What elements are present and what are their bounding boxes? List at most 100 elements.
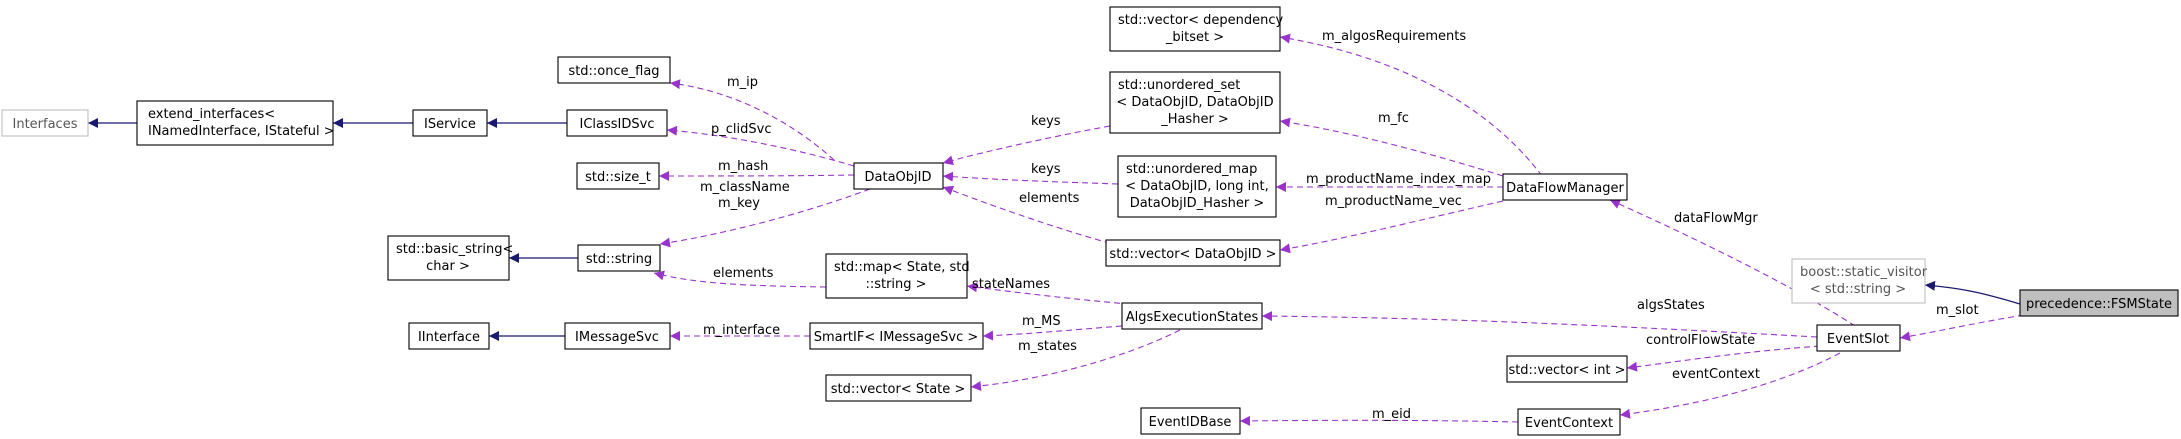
edge-dataflowmanager-to-unordered-set (1279, 117, 1504, 177)
node-label-line-2: ::string > (865, 277, 926, 292)
node-vector-dataobjid[interactable]: std::vector< DataObjID > (1105, 239, 1281, 267)
node-label: EventSlot (1827, 332, 1889, 347)
edge-fsmstate-to-static-visitor (1924, 280, 2021, 305)
node-label: AlgsExecutionStates (1126, 310, 1259, 325)
node-label: SmartIF< IMessageSvc > (814, 330, 979, 345)
node-label: IInterface (418, 330, 480, 345)
node-map-state-string[interactable]: std::map< State, std ::string > (825, 253, 970, 299)
node-label-line-3: _Hasher > (1160, 112, 1229, 127)
node-label: DataObjID (865, 170, 932, 185)
edge-labels: m_ip p_clidSvc m_hash m_className m_key … (700, 29, 1979, 422)
node-dataflowmanager[interactable]: DataFlowManager (1502, 173, 1628, 201)
node-label-line-1: std::unordered_set (1118, 78, 1240, 93)
edge-fsmstate-to-eventslot (1899, 314, 2025, 342)
node-label: std::vector< State > (831, 382, 966, 397)
node-label-line-1: boost::static_visitor (1800, 265, 1928, 280)
node-label-line-1: std::basic_string< (396, 242, 513, 257)
edge-label-keys-set: keys (1031, 114, 1061, 129)
node-string[interactable]: std::string (577, 244, 661, 272)
node-unordered-set[interactable]: std::unordered_set < DataObjID, DataObjI… (1109, 71, 1281, 134)
node-label-line-3: DataObjID_Hasher > (1130, 196, 1265, 211)
edge-dataobjid-to-once-flag (669, 79, 835, 161)
edge-label-p-clidsvc: p_clidSvc (711, 122, 771, 137)
edge-label-m-states: m_states (1018, 339, 1077, 354)
node-interfaces[interactable]: Interfaces (1, 109, 89, 137)
node-label-line-1: extend_interfaces< (148, 107, 275, 122)
node-label-line-2: < DataObjID, DataObjID (1116, 95, 1273, 110)
edge-unordered-set-to-dataobjid (942, 125, 1111, 166)
node-label: IClassIDSvc (580, 117, 655, 132)
node-label-line-2: char > (426, 259, 470, 274)
edge-label-eventcontext: eventContext (1672, 367, 1760, 382)
edge-dataobjid-to-size-t (658, 170, 855, 181)
node-label: Interfaces (13, 117, 78, 132)
node-fsmstate[interactable]: precedence::FSMState (2019, 289, 2179, 317)
edge-dataobjid-to-iclassidsvc (666, 125, 855, 167)
edge-label-dataflowmgr: dataFlowMgr (1674, 211, 1758, 226)
node-label: EventIDBase (1149, 415, 1232, 430)
edge-label-statenames: stateNames (972, 277, 1050, 292)
node-label-line-1: std::unordered_map (1126, 162, 1257, 177)
node-dataobjid[interactable]: DataObjID (853, 162, 944, 190)
edge-label-algsstates: algsStates (1637, 298, 1705, 313)
node-label: IService (424, 117, 476, 132)
node-vector-dependency-bitset[interactable]: std::vector< dependency _bitset > (1109, 6, 1284, 52)
node-iservice[interactable]: IService (412, 109, 488, 137)
edge-label-elements-vec: elements (1019, 191, 1080, 206)
edge-vector-dataobjid-to-dataobjid (942, 185, 1121, 247)
node-label-line-1: std::map< State, std (834, 260, 970, 275)
edge-label-m-productname-index-map: m_productName_index_map (1306, 172, 1491, 187)
node-basic-string[interactable]: std::basic_string< char > (387, 235, 513, 281)
edge-label-m-algosrequirements: m_algosRequirements (1322, 29, 1466, 44)
node-label-line-1: std::vector< dependency (1118, 13, 1284, 28)
node-label: precedence::FSMState (2026, 297, 2172, 312)
edge-algsexecutionstates-to-smartif (982, 325, 1123, 341)
node-unordered-map[interactable]: std::unordered_map < DataObjID, long int… (1117, 155, 1277, 218)
edge-algsexecutionstates-to-vector-state (970, 329, 1181, 391)
node-label-line-2: INamedInterface, IStateful > (148, 124, 335, 139)
node-vector-state[interactable]: std::vector< State > (825, 374, 972, 402)
edge-label-m-slot: m_slot (1936, 303, 1979, 318)
node-static-visitor[interactable]: boost::static_visitor < std::string > (1791, 258, 1928, 304)
node-label: std::vector< DataObjID > (1109, 247, 1276, 262)
node-label: std::vector< int > (1508, 363, 1625, 378)
edge-label-m-interface: m_interface (703, 323, 780, 338)
node-label: std::size_t (585, 170, 651, 185)
edge-eventslot-to-vector-int (1626, 345, 1821, 372)
edge-label-m-eid: m_eid (1372, 407, 1411, 422)
node-eventidbase[interactable]: EventIDBase (1140, 407, 1241, 435)
node-extend-interfaces[interactable]: extend_interfaces< INamedInterface, ISta… (136, 100, 335, 146)
node-once-flag[interactable]: std::once_flag (557, 56, 671, 84)
node-algsexecutionstates[interactable]: AlgsExecutionStates (1121, 302, 1263, 330)
node-iinterface[interactable]: IInterface (408, 322, 490, 350)
edge-label-m-key: m_key (718, 196, 760, 211)
edge-label-m-hash: m_hash (718, 159, 768, 174)
node-label: DataFlowManager (1506, 181, 1624, 196)
node-imessagesvc[interactable]: IMessageSvc (564, 322, 671, 350)
edge-label-keys-map: keys (1031, 162, 1061, 177)
edge-unordered-map-to-dataobjid (942, 171, 1119, 185)
nodes: Interfaces extend_interfaces< INamedInte… (1, 6, 2179, 436)
edge-label-m-ms: m_MS (1022, 314, 1061, 329)
edges (88, 33, 2025, 426)
node-eventslot[interactable]: EventSlot (1816, 324, 1901, 352)
node-label: EventContext (1525, 416, 1613, 431)
edge-label-m-fc: m_fc (1378, 111, 1409, 126)
edge-label-m-ip: m_ip (727, 75, 758, 90)
edge-label-m-productname-vec: m_productName_vec (1325, 194, 1462, 209)
node-eventcontext[interactable]: EventContext (1517, 408, 1621, 436)
edge-eventslot-to-dataflowmanager (1609, 199, 1856, 327)
edge-map-to-string (653, 270, 827, 288)
node-label: IMessageSvc (575, 330, 659, 345)
edge-eventcontext-to-eventidbase (1239, 415, 1519, 426)
edge-label-controlflowstate: controlFlowState (1646, 333, 1755, 348)
node-smartif[interactable]: SmartIF< IMessageSvc > (809, 322, 984, 350)
edge-dataobjid-to-string (659, 188, 871, 248)
node-vector-int[interactable]: std::vector< int > (1506, 355, 1628, 383)
edge-label-elements-map: elements (713, 266, 774, 281)
node-iclassidsvc[interactable]: IClassIDSvc (566, 109, 668, 137)
node-label: std::string (586, 252, 652, 267)
edge-label-m-classname: m_className (700, 180, 790, 195)
node-size-t[interactable]: std::size_t (576, 162, 660, 190)
